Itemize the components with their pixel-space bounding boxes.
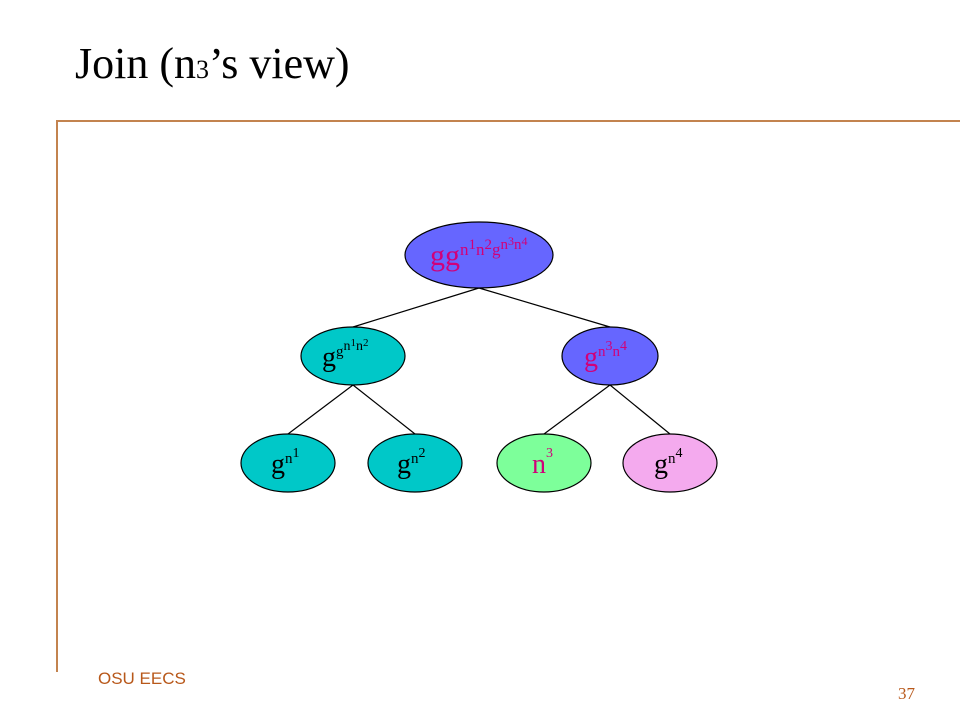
node-shape-right-internal	[561, 326, 659, 386]
title-text-end: ’s view)	[209, 39, 350, 88]
label-glyph: 4	[676, 446, 683, 461]
node-shape-leaf-3	[496, 433, 592, 493]
header-rule	[56, 120, 960, 122]
node-label-leaf-3: n3	[532, 446, 553, 480]
label-glyph: 4	[522, 234, 528, 248]
label-glyph: n	[285, 451, 293, 467]
side-rule	[56, 120, 58, 672]
tree-edge-right-internal-to-leaf-3	[543, 384, 611, 435]
tree-node-leaf-4: gn4	[622, 433, 718, 493]
label-glyph: 3	[606, 339, 613, 354]
label-glyph: 1	[469, 237, 477, 253]
tree-edges	[287, 287, 671, 435]
tree-edge-right-internal-to-leaf-4	[609, 384, 671, 435]
tree-edge-left-internal-to-leaf-2	[352, 384, 416, 435]
page-number: 37	[898, 684, 915, 703]
tree-node-left-internal: ggn1n2	[300, 326, 406, 386]
title-subscript: 3	[196, 55, 209, 84]
label-glyph: n	[613, 344, 621, 360]
tree-node-leaf-3: n3	[496, 433, 592, 493]
label-glyph: g	[430, 239, 445, 272]
tree-edge-left-internal-to-leaf-1	[287, 384, 354, 435]
tree-edge-root-to-right-internal	[478, 287, 611, 328]
label-glyph: n	[598, 344, 606, 360]
node-shape-left-internal	[300, 326, 406, 386]
label-glyph: 2	[485, 237, 493, 253]
label-glyph: 2	[419, 446, 426, 461]
node-label-leaf-4: gn4	[654, 446, 683, 480]
label-glyph: n	[668, 451, 676, 467]
node-label-right-internal: gn3n4	[584, 339, 627, 373]
tree-node-right-internal: gn3n4	[561, 326, 659, 386]
tree-node-root: ggn1n2gn3n4	[404, 221, 554, 289]
node-label-root: ggn1n2gn3n4	[430, 234, 528, 272]
label-glyph: g	[445, 239, 460, 272]
label-glyph: n	[411, 451, 419, 467]
label-glyph: n	[514, 237, 522, 253]
label-glyph: n	[460, 240, 469, 259]
node-shape-leaf-4	[622, 433, 718, 493]
label-glyph: g	[336, 344, 344, 360]
label-glyph: 3	[508, 234, 514, 248]
node-label-left-internal: ggn1n2	[322, 337, 369, 373]
label-glyph: g	[654, 449, 668, 480]
label-glyph: g	[492, 240, 501, 259]
tree-node-leaf-2: gn2	[367, 433, 463, 493]
label-glyph: n	[532, 449, 546, 480]
label-glyph: 3	[546, 446, 553, 461]
node-label-leaf-2: gn2	[397, 446, 426, 480]
label-glyph: n	[344, 339, 351, 354]
node-shape-leaf-1	[240, 433, 336, 493]
node-shape-root	[404, 221, 554, 289]
label-glyph: n	[356, 339, 363, 354]
label-glyph: g	[322, 342, 336, 373]
label-glyph: 1	[293, 446, 300, 461]
label-glyph: n	[501, 237, 509, 253]
slide-title: Join (n3’s view)	[75, 38, 350, 89]
label-glyph: n	[476, 240, 485, 259]
label-glyph: g	[271, 449, 285, 480]
label-glyph: 2	[363, 337, 369, 349]
title-text: Join (n	[75, 39, 196, 88]
node-label-leaf-1: gn1	[271, 446, 300, 480]
label-glyph: g	[584, 342, 598, 373]
label-glyph: 4	[620, 339, 627, 354]
label-glyph: g	[397, 449, 411, 480]
tree-node-leaf-1: gn1	[240, 433, 336, 493]
node-shape-leaf-2	[367, 433, 463, 493]
label-glyph: 1	[351, 337, 357, 349]
tree-edge-root-to-left-internal	[352, 287, 480, 328]
footer-text: OSU EECS	[98, 669, 186, 688]
